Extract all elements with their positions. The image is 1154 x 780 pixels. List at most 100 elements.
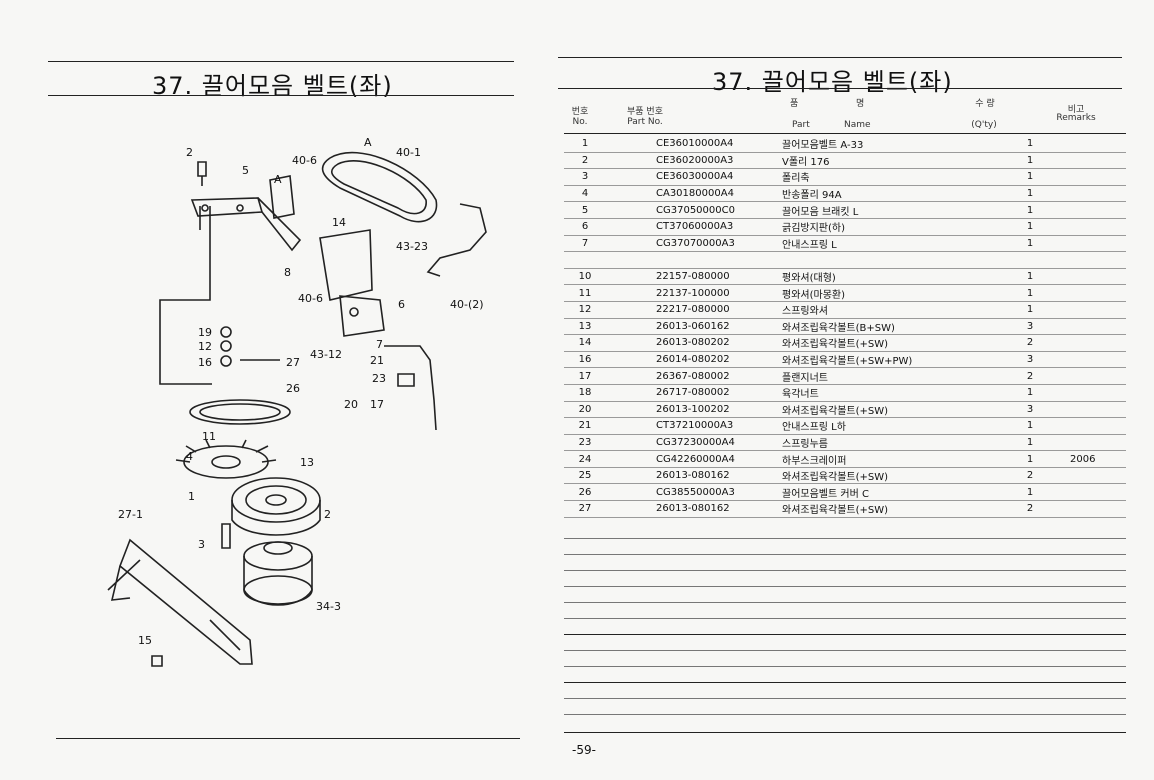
header-no-en: No. bbox=[572, 117, 588, 127]
cell-part-number: 26013-100202 bbox=[606, 401, 772, 419]
ruled-line bbox=[564, 586, 1126, 587]
cell-remarks bbox=[1060, 152, 1126, 170]
cell-no: 25 bbox=[564, 467, 606, 485]
cell-part-name: V폴리 176 bbox=[772, 152, 1000, 170]
ruled-line bbox=[564, 554, 1126, 555]
cell-no: 16 bbox=[564, 351, 606, 369]
callout-13: 13 bbox=[300, 456, 314, 469]
ruled-line bbox=[564, 650, 1126, 651]
cell-quantity: 1 bbox=[1000, 185, 1060, 203]
ruled-line bbox=[564, 732, 1126, 733]
header-rule bbox=[564, 133, 1126, 134]
callout-15: 15 bbox=[138, 634, 152, 647]
cell-remarks bbox=[1060, 401, 1126, 419]
cell-quantity: 1 bbox=[1000, 201, 1060, 219]
callout-17: 17 bbox=[370, 398, 384, 411]
cell-no: 17 bbox=[564, 367, 606, 385]
cell-part-number: CG37050000C0 bbox=[606, 201, 772, 219]
cell-part-number: CE36020000A3 bbox=[606, 152, 772, 170]
cell-part-name: 평와셔(대형) bbox=[772, 268, 1000, 286]
cell-part-name: 긁김방지판(하) bbox=[772, 218, 1000, 236]
callout-7: 7 bbox=[376, 338, 383, 351]
cell-remarks bbox=[1060, 301, 1126, 319]
title-rule-bottom bbox=[48, 95, 514, 96]
table-row bbox=[564, 251, 1126, 269]
callout-A2: A bbox=[274, 173, 282, 186]
cell-part-number: 26013-080202 bbox=[606, 334, 772, 352]
cell-remarks bbox=[1060, 384, 1126, 402]
cell-part-name: 폴리축 bbox=[772, 168, 1000, 186]
cell-quantity: 2 bbox=[1000, 367, 1060, 385]
cell-remarks bbox=[1060, 334, 1126, 352]
callout-27: 27 bbox=[286, 356, 300, 369]
callout-40-6: 40-6 bbox=[292, 154, 317, 167]
callout-27-1: 27-1 bbox=[118, 508, 143, 521]
belt-a33 bbox=[321, 151, 438, 223]
callout-23: 23 bbox=[372, 372, 386, 385]
cell-remarks bbox=[1060, 218, 1126, 236]
cell-remarks bbox=[1060, 284, 1126, 302]
cell-part-name: 와셔조립육각볼트(B+SW) bbox=[772, 318, 1000, 336]
cell-part-name: 반송폴리 94A bbox=[772, 185, 1000, 203]
cell-part-name: 끌어모음벨트 커버 C bbox=[772, 483, 1000, 502]
cell-no bbox=[564, 251, 606, 269]
ruled-line bbox=[564, 666, 1126, 667]
cell-no: 11 bbox=[564, 284, 606, 302]
callout-11: 11 bbox=[202, 430, 216, 443]
cell-remarks bbox=[1060, 500, 1126, 518]
cell-remarks bbox=[1060, 168, 1126, 186]
callout-14: 14 bbox=[332, 216, 346, 229]
cell-remarks bbox=[1060, 318, 1126, 336]
header-partno-kr: 부품 번호 bbox=[627, 107, 663, 117]
cell-remarks bbox=[1060, 136, 1126, 153]
cell-part-number: CT37060000A3 bbox=[606, 218, 772, 236]
cell-quantity: 3 bbox=[1000, 351, 1060, 369]
cell-part-name: 플랜지너트 bbox=[772, 367, 1000, 385]
cell-no: 26 bbox=[564, 483, 606, 502]
cell-remarks bbox=[1060, 351, 1126, 369]
callout-16: 16 bbox=[198, 356, 212, 369]
cell-quantity: 1 bbox=[1000, 136, 1060, 153]
cell-no: 10 bbox=[564, 268, 606, 286]
cell-part-name: 끌어모음벨트 A-33 bbox=[772, 136, 1000, 153]
cell-part-name: 끌어모음 브래킷 L bbox=[772, 201, 1000, 219]
ruled-line bbox=[564, 698, 1126, 699]
cell-part-number: 26013-060162 bbox=[606, 318, 772, 336]
cell-remarks bbox=[1060, 367, 1126, 385]
diagram-rule-bottom bbox=[56, 738, 520, 739]
cell-no: 24 bbox=[564, 450, 606, 468]
cell-quantity: 2 bbox=[1000, 334, 1060, 352]
parts-list-page: 37. 끌어모음 벨트(좌) 번호 No. 부품 번호 Part No. 품 명… bbox=[558, 0, 1154, 780]
cell-part-number: CA30180000A4 bbox=[606, 185, 772, 203]
cell-quantity: 2 bbox=[1000, 500, 1060, 518]
cell-no: 2 bbox=[564, 152, 606, 170]
cell-no: 3 bbox=[564, 168, 606, 186]
cell-part-number: 26717-080002 bbox=[606, 384, 772, 402]
cell-part-name: 평와셔(마몽환) bbox=[772, 284, 1000, 302]
cell-part-number: 22217-080000 bbox=[606, 301, 772, 319]
cell-part-name: 스프링누름 bbox=[772, 434, 1000, 452]
cell-quantity: 1 bbox=[1000, 235, 1060, 253]
cell-part-number: CG38550000A3 bbox=[606, 483, 772, 502]
cell-quantity bbox=[1000, 251, 1060, 269]
cell-part-number: CE36010000A4 bbox=[606, 136, 772, 153]
callout-A: A bbox=[364, 136, 372, 149]
cell-part-name: 안내스프링 L하 bbox=[772, 417, 1000, 435]
cell-remarks bbox=[1060, 201, 1126, 219]
cell-quantity: 1 bbox=[1000, 417, 1060, 435]
cell-quantity: 1 bbox=[1000, 301, 1060, 319]
sprocket-94a bbox=[183, 445, 269, 479]
cell-no: 12 bbox=[564, 301, 606, 319]
cell-no: 20 bbox=[564, 401, 606, 419]
title-rule-top bbox=[48, 61, 514, 62]
ruled-line bbox=[564, 634, 1126, 635]
cell-part-name: 와셔조립육각볼트(+SW) bbox=[772, 500, 1000, 518]
